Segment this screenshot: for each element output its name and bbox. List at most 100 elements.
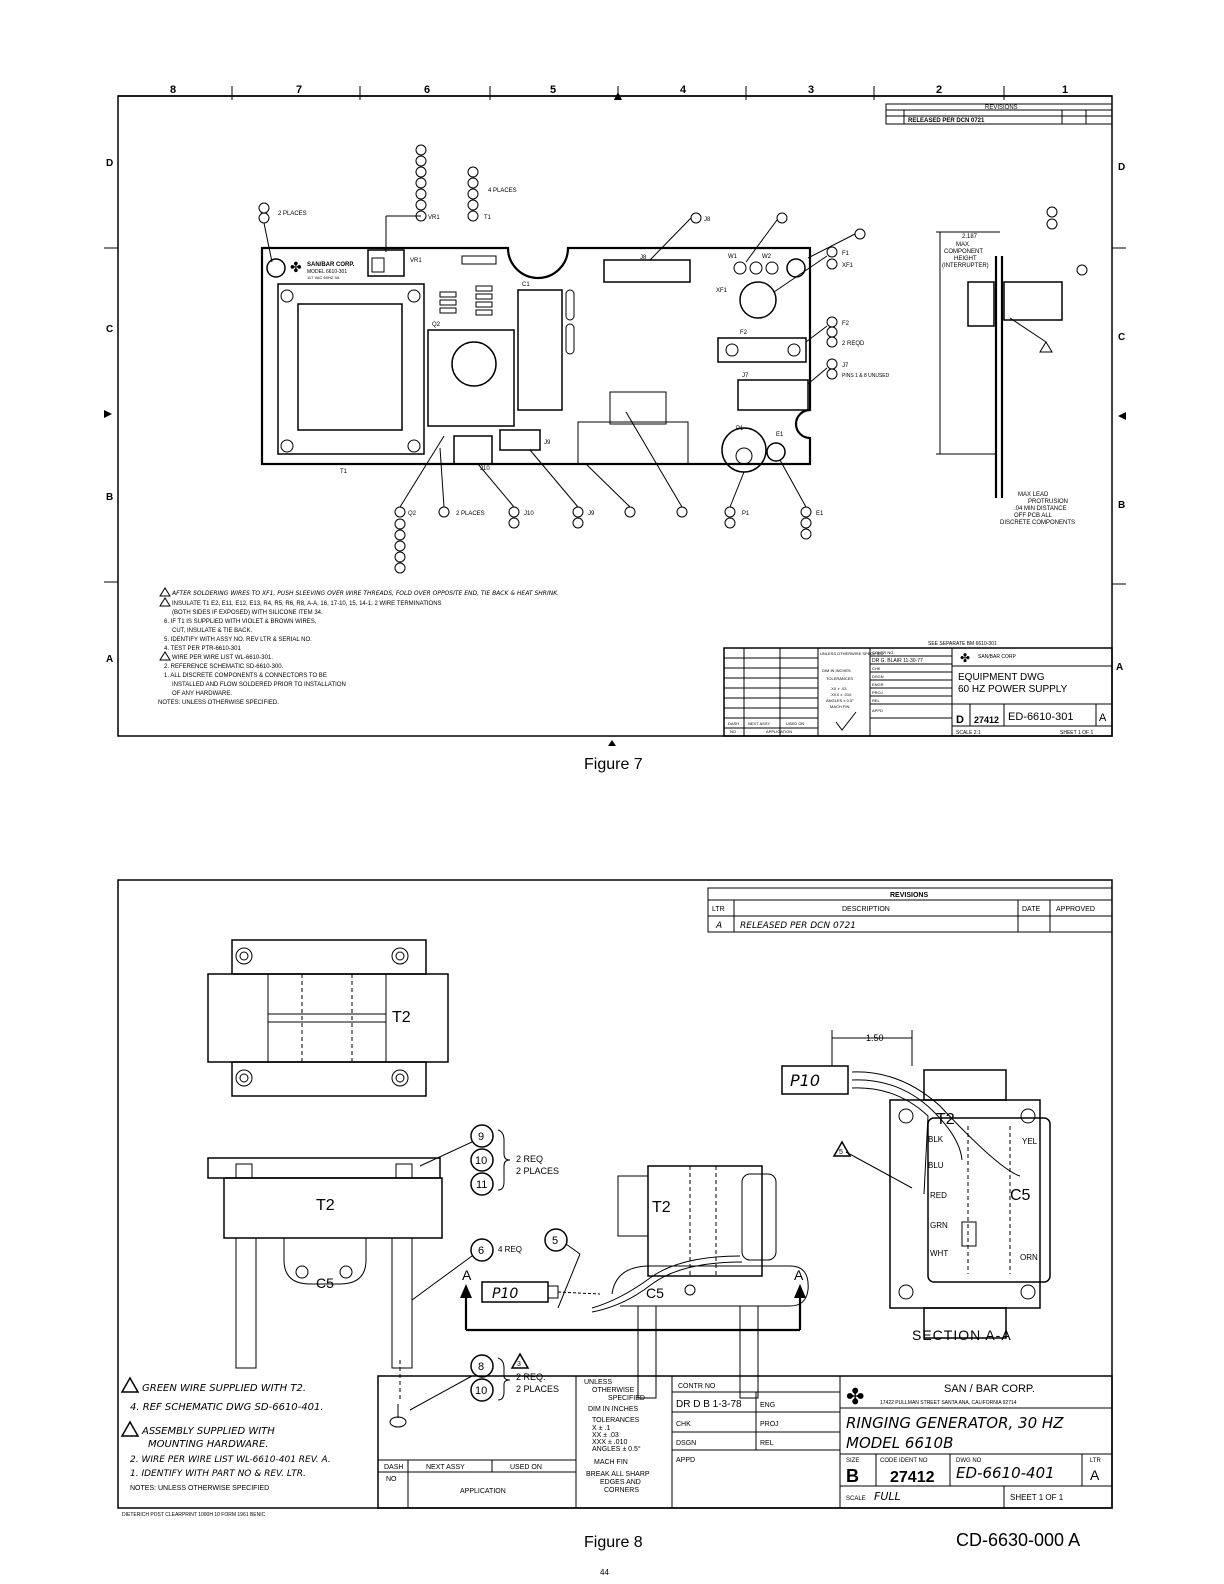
balloon-6: 6 <box>478 1245 484 1257</box>
f7-contr: CONTR NO <box>872 650 893 655</box>
f8-rel: REL <box>760 1440 774 1447</box>
callout-xf1: XF1 <box>842 263 854 269</box>
j7-label: J7 <box>742 373 749 379</box>
side-max: MAX <box>956 242 969 248</box>
side-zone-a-right: A <box>1116 662 1123 673</box>
figure8-notes: GREEN WIRE SUPPLIED WITH T2. 4. REF SCHE… <box>120 1376 331 1492</box>
f7-note-3: 6. IF T1 IS SUPPLIED WITH VIOLET & BROWN… <box>164 619 317 625</box>
f7-tol: TOLERANCES <box>826 676 853 681</box>
xf1-label: XF1 <box>716 288 728 294</box>
resistor-array <box>439 285 493 316</box>
center-arrow-bottom <box>608 740 616 746</box>
f8-xxx: XXX ± .010 <box>592 1439 627 1446</box>
t2-front-label: T2 <box>316 1197 335 1214</box>
f8-title-1: RINGING GENERATOR, 30 HZ <box>846 1414 1064 1432</box>
wire-wht: WHT <box>930 1249 948 1258</box>
f8-application: APPLICATION <box>460 1488 506 1495</box>
side-view <box>936 231 1063 498</box>
f7-title-2: 60 HZ POWER SUPPLY <box>958 684 1068 695</box>
wire-blu: BLU <box>928 1161 944 1170</box>
figure-8-drawing: REVISIONS LTR DESCRIPTION DATE APPROVED … <box>117 879 1113 1518</box>
zone-4: 4 <box>680 84 687 96</box>
f7-sheet: SHEET 1 OF 1 <box>1060 730 1093 736</box>
f7-mach: MACH FIN <box>830 704 849 709</box>
section-t2-label: T2 <box>936 1111 955 1128</box>
callout-j8: J8 <box>704 217 711 223</box>
callout-pins: PINS 1 & 8 UNUSED <box>842 373 890 379</box>
f7-ltr: A <box>1099 712 1107 724</box>
f8-proj: PROJ <box>760 1421 779 1428</box>
p1-label: P1 <box>736 426 744 432</box>
f8-angles: ANGLES ± 0.5° <box>592 1445 641 1453</box>
board-model-sub: 117 VAC 60HZ 3A <box>307 275 340 280</box>
callout-2-places-b: 2 PLACES <box>456 511 485 517</box>
f7-next-assy: NEXT ASSY <box>748 721 770 726</box>
f7-note-10: INSTALLED AND FLOW SOLDERED PRIOR TO INS… <box>172 682 346 688</box>
callout-t1: T1 <box>484 215 492 221</box>
balloon-10-b: 10 <box>475 1385 487 1397</box>
f8-dwg-lbl: DWG NO <box>956 1458 982 1464</box>
t2-middle-label: T2 <box>652 1199 671 1216</box>
f7-angles: ANGLES ± 0.5° <box>826 698 854 703</box>
side-height: HEIGHT <box>954 256 977 262</box>
f8-ltr-lbl: LTR <box>1090 1458 1102 1464</box>
f8-code-lbl: CODE IDENT NO <box>880 1458 928 1464</box>
f8-logo-icon: ✤ <box>846 1384 864 1409</box>
f8-size: B <box>846 1466 859 1486</box>
balloon-8: 8 <box>478 1361 484 1373</box>
f8-note-1: 4. REF SCHEMATIC DWG SD-6610-401. <box>130 1402 324 1413</box>
side-lead-1: MAX LEAD <box>1018 492 1049 498</box>
t2-top-view <box>207 939 449 1097</box>
doc-number: CD-6630-000 A <box>956 1530 1081 1550</box>
f7-appd: APPD <box>872 708 883 713</box>
f8-4-req: 4 REQ <box>498 1245 522 1254</box>
e1-label: E1 <box>776 432 784 438</box>
connector-p1 <box>721 427 767 473</box>
side-zone-c-right: C <box>1118 332 1125 343</box>
f8-note-3: MOUNTING HARDWARE. <box>148 1439 268 1450</box>
t2-front-view <box>207 1157 443 1369</box>
board-model-label: MODEL 6610-301 <box>307 269 347 275</box>
callout-2-reqd: 2 REQD <box>842 341 865 347</box>
f7-xx: .XX ± .03 <box>830 686 847 691</box>
balloon-11: 11 <box>476 1179 487 1191</box>
q2-label: Q2 <box>432 322 441 328</box>
side-zone-a-left: A <box>106 654 113 665</box>
connector-j7 <box>737 379 809 411</box>
callout-e1: E1 <box>816 511 824 517</box>
f7-dsgn: DSGN <box>872 674 884 679</box>
section-a-a-label: SECTION A-A <box>912 1327 1012 1343</box>
revisions-block <box>885 103 1113 125</box>
capacitor-c1 <box>517 289 563 411</box>
zone-7: 7 <box>296 84 302 96</box>
f8-rev-col-desc: DESCRIPTION <box>842 906 890 913</box>
side-arrow-right <box>1118 412 1126 420</box>
connector-j9 <box>499 429 541 451</box>
zone-6: 6 <box>424 84 430 96</box>
f7-code: 27412 <box>974 715 999 725</box>
side-lead-3: .04 MIN DISTANCE <box>1014 506 1067 512</box>
f7-note-5: 5. IDENTIFY WITH ASSY NO. REV LTR & SERI… <box>164 637 312 643</box>
triangle-5: 5 <box>839 1149 843 1156</box>
c5-middle-label: C5 <box>646 1285 664 1301</box>
section-arrow-right <box>794 1284 806 1298</box>
revision-line: RELEASED PER DCN 0721 <box>908 118 985 124</box>
connector-j10 <box>453 435 493 465</box>
vr1-label: VR1 <box>410 258 422 264</box>
f7-scale: SCALE 2:1 <box>956 730 981 736</box>
figure-8-caption: Figure 8 <box>584 1534 643 1551</box>
board-logo-icon: ✤ <box>290 259 302 275</box>
section-a-right: A <box>794 1267 804 1283</box>
f8-mach: MACH FIN <box>594 1459 628 1466</box>
wire-red: RED <box>930 1191 947 1200</box>
f7-note-4: CUT, INSULATE & TIE BACK. <box>172 628 252 634</box>
f7-dash: DASH <box>728 721 739 726</box>
f8-rev-col-ltr: LTR <box>712 906 725 913</box>
balloon-10: 10 <box>475 1155 487 1167</box>
f2-label: F2 <box>740 330 748 336</box>
f7-note-7: WIRE PER WIRE LIST WL-6610-301. <box>172 655 273 661</box>
f7-note-1: INSULATE T1 E2, E11, E12, E13, R4, R5, R… <box>172 601 442 607</box>
callout-f2: F2 <box>842 321 850 327</box>
f8-rev-row-ltr: A <box>715 921 722 931</box>
callout-j9: J9 <box>588 511 595 517</box>
